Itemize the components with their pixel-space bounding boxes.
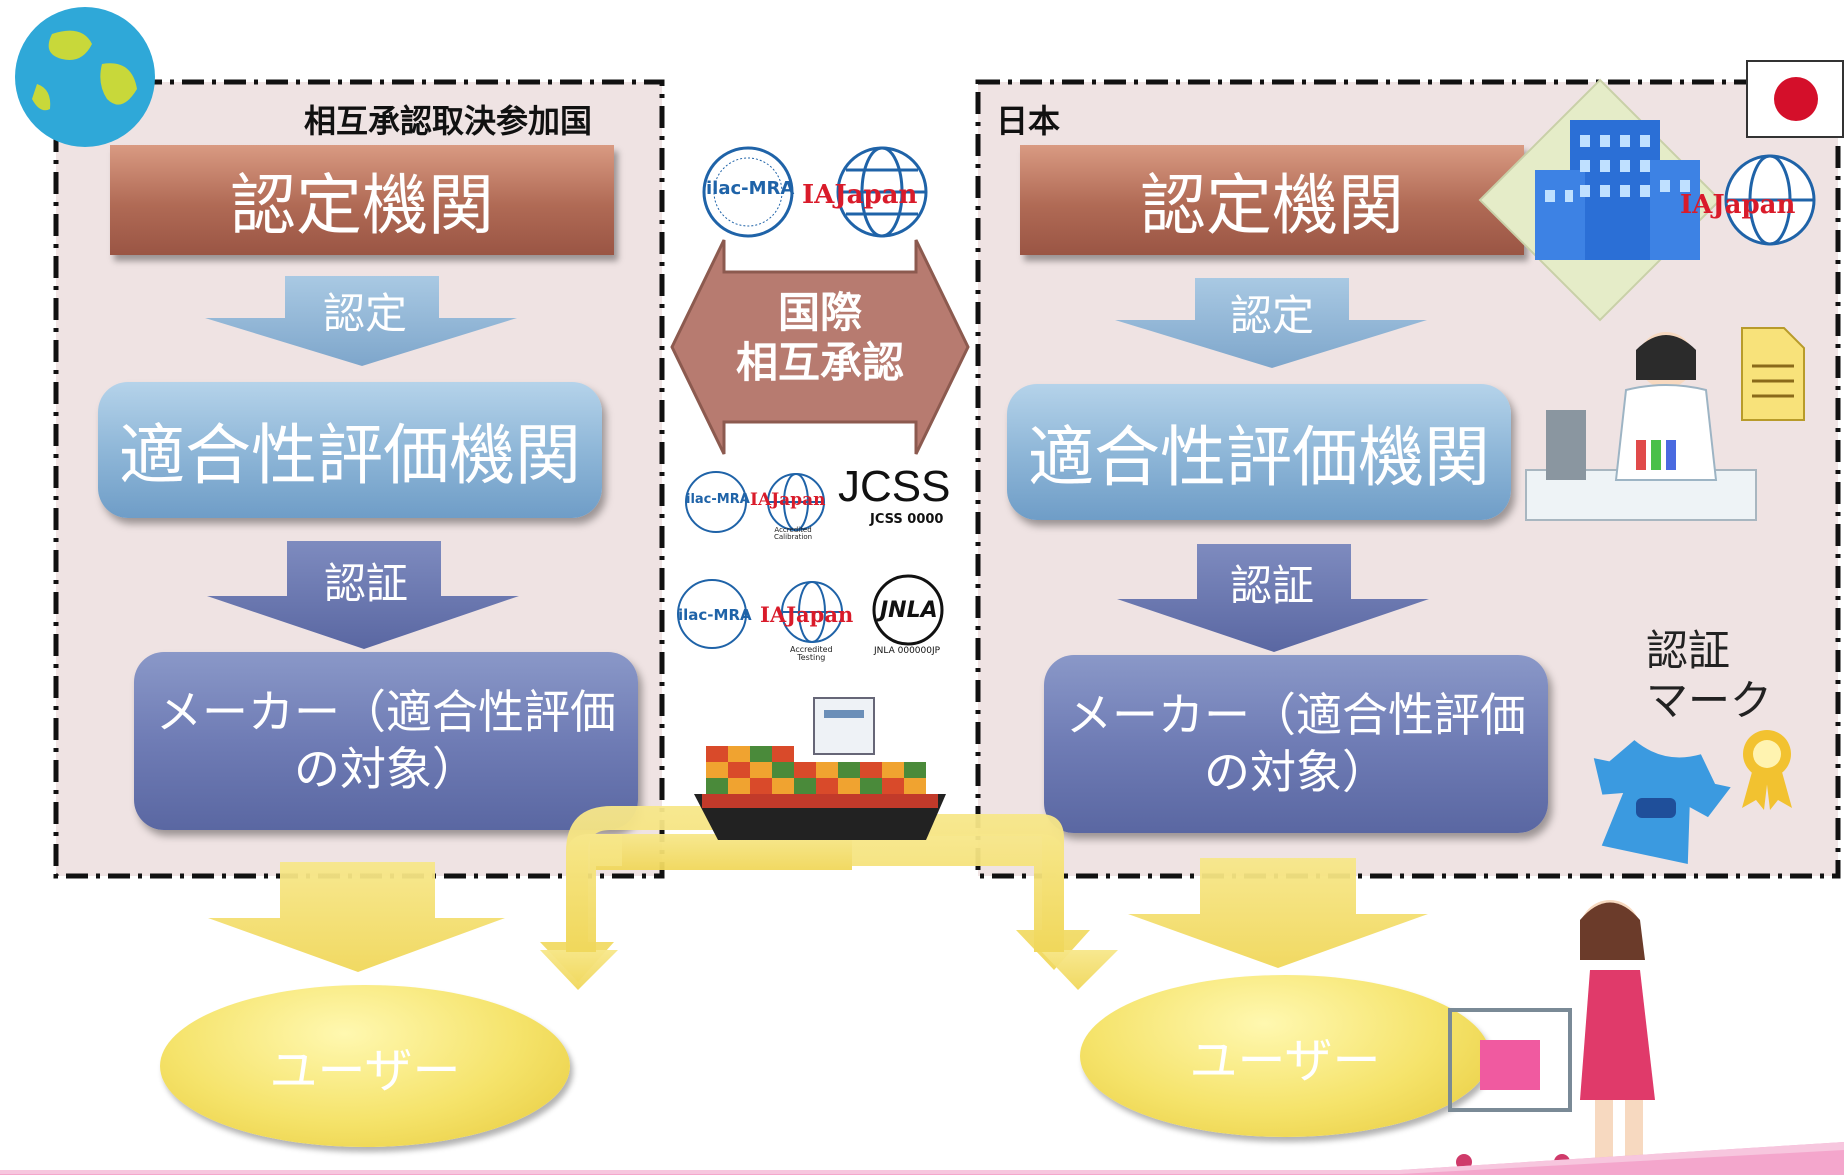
- iajapan-globe-icon: [836, 146, 928, 238]
- jnla-number-text: JNLA 000000JP: [874, 646, 941, 656]
- jcss-calibration-text: Accredited Calibration: [774, 526, 813, 541]
- scientist-icon: [1525, 332, 1757, 521]
- left-region-title: 相互承認取決参加国: [304, 102, 593, 140]
- left-certification-arrow: [207, 541, 519, 649]
- jcss-logo-group: [685, 471, 825, 533]
- left-maker: メーカー（適合性評価の対象）: [134, 652, 638, 830]
- right-iajapan-globe-icon: [1724, 154, 1816, 246]
- jnla-logo-text: JNLA: [880, 598, 938, 623]
- bottom-stripe: [0, 1142, 1844, 1175]
- ribbon-icon: [1742, 730, 1792, 810]
- right-certification-label: 認証: [1229, 561, 1314, 610]
- left-accreditation-arrow: [205, 276, 517, 366]
- mutual-recognition-label: 国際 相互承認: [735, 288, 904, 388]
- ship-icon: [694, 697, 946, 840]
- japan-flag-icon: [1746, 60, 1844, 138]
- right-region-title: 日本: [996, 102, 1061, 140]
- jcss-number-text: JCSS 0000: [870, 512, 944, 527]
- right-certification-arrow: [1117, 544, 1429, 652]
- right-accreditation-label: 認定: [1229, 291, 1314, 340]
- ilac-mra-logo-icon: [702, 146, 794, 238]
- shopper-icon: [1448, 900, 1655, 1170]
- jnla-logo-group: [677, 574, 944, 649]
- left-accreditation-body: 認定機関: [110, 145, 614, 255]
- logo-group-top: [702, 146, 928, 238]
- jcss-iajapan-text: IAJapan: [750, 490, 826, 510]
- left-accreditation-label: 認定: [322, 289, 407, 338]
- ilac-logo-text: ilac-MRA: [706, 178, 795, 199]
- right-conformity-body: 適合性評価機関: [1007, 384, 1511, 520]
- right-maker: メーカー（適合性評価の対象）: [1044, 655, 1548, 833]
- jnla-ilac-text: ilac-MRA: [678, 606, 752, 624]
- right-accreditation-body: 認定機関: [1020, 145, 1524, 255]
- left-certification-label: 認証: [323, 559, 408, 608]
- right-accreditation-arrow: [1115, 278, 1427, 368]
- globe-icon: [15, 7, 155, 147]
- left-user: ユーザー: [160, 985, 570, 1147]
- tshirt-icon: [1593, 740, 1731, 864]
- mutual-recognition-arrow: [670, 239, 970, 455]
- document-icon: [1741, 327, 1805, 421]
- jnla-iajapan-text: IAJapan: [760, 602, 854, 627]
- jnla-testing-text: Accredited Testing: [790, 645, 833, 662]
- iajapan-logo-text: IAJapan: [802, 180, 918, 210]
- building-icon: [1478, 78, 1722, 322]
- left-conformity-body: 適合性評価機関: [98, 382, 602, 518]
- right-user: ユーザー: [1080, 975, 1490, 1137]
- jcss-logo-text: JCSS: [838, 462, 951, 511]
- jcss-ilac-text: ilac-MRA: [686, 492, 750, 507]
- right-iajapan-text: IAJapan: [1680, 190, 1796, 220]
- cert-mark-label: 認証 マーク: [1646, 626, 1773, 726]
